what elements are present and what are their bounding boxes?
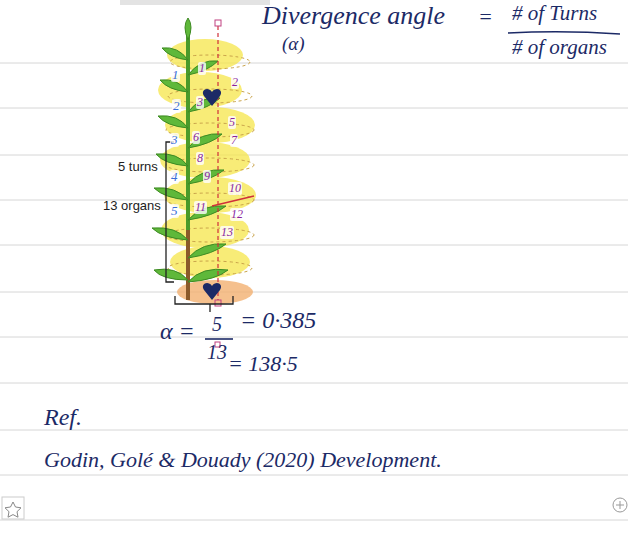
organ-number: 13 [220,226,234,239]
fraction-bottom: # of organs [512,36,607,59]
equation: α = [160,318,195,344]
equals-sign: = [478,5,493,29]
bracket-label: 13 organs [103,199,161,213]
reference: Godin, Golé & Douady (2020) Development. [44,448,442,472]
organ-number: 2 [231,76,239,89]
fraction-top: 5 [212,313,222,335]
fraction-top: # of Turns [512,2,597,25]
organ-number: 1 [198,62,206,75]
ruled-lines [0,63,628,520]
heart-mark [203,283,221,300]
arrow-stem [209,304,210,312]
reference-line [217,26,218,300]
ui-box [2,497,24,519]
turn-number: 3 [170,133,179,147]
leaves [152,18,228,282]
equation: = 0·385 [240,307,316,333]
organ-number: 11 [194,201,207,214]
fraction-bar [205,338,233,340]
marker [215,20,221,26]
bracket-label: 5 turns [118,160,158,174]
organ-number: 10 [228,182,242,195]
organ-number: 7 [230,134,238,147]
star-icon [5,502,21,517]
add-icon [616,501,624,509]
fraction-bar [508,32,620,34]
organ-number: 6 [192,131,200,144]
heart-mark [203,89,221,106]
organ-number: 12 [230,208,244,221]
marker [215,300,221,306]
top-bar [120,0,270,5]
organ-number: 5 [228,116,236,129]
equation: = 138·5 [228,352,298,376]
organ-number: 3 [196,96,204,109]
heading: Divergence angle [262,2,445,31]
red-mark [212,196,254,206]
reference-heading: Ref. [44,404,82,430]
turn-number: 5 [170,204,179,218]
organ-number: 9 [203,170,211,183]
organ-number: 8 [196,152,204,165]
symbol: (α) [282,34,305,55]
turn-number: 2 [172,99,181,113]
turn-number: 1 [171,68,180,82]
turn-number: 4 [170,170,179,184]
fraction-bottom: 13 [207,341,227,363]
add-icon [613,498,627,512]
bracket [175,296,233,304]
